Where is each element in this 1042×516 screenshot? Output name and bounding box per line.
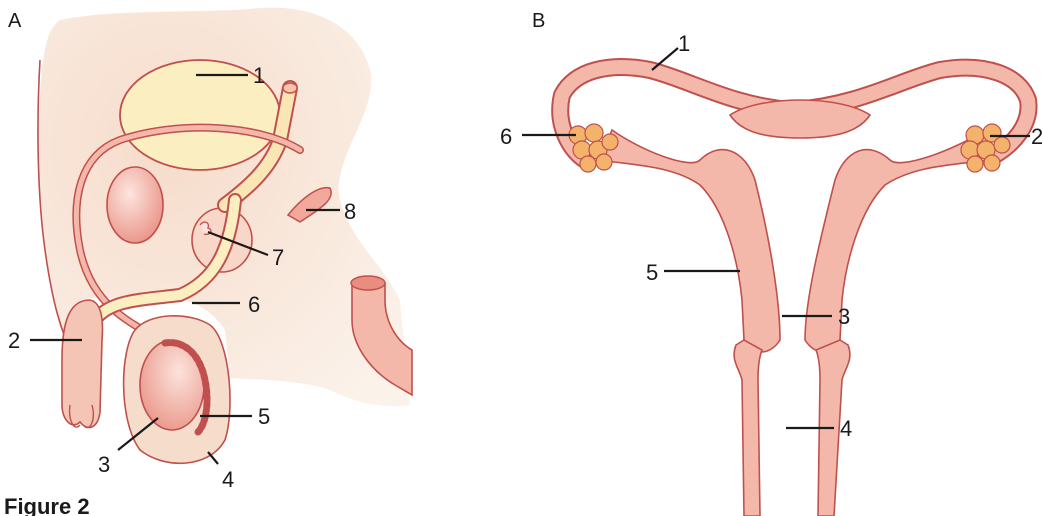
label-b-3: 3 — [838, 304, 850, 329]
uterine-wall-left — [600, 130, 780, 352]
ovary-right — [961, 124, 1010, 172]
figure-caption: Figure 2 — [4, 494, 90, 516]
label-b-4: 4 — [840, 416, 852, 441]
label-a-5: 5 — [258, 404, 270, 429]
label-a-3: 3 — [98, 452, 110, 477]
panel-a: A — [8, 8, 412, 492]
label-b-5: 5 — [646, 260, 658, 285]
uterus-fundus — [730, 100, 870, 138]
label-a-2: 2 — [8, 328, 20, 353]
label-a-6: 6 — [248, 292, 260, 317]
panel-b: B — [500, 10, 1042, 516]
vaginal-wall-left — [734, 340, 762, 516]
label-a-4: 4 — [222, 467, 234, 492]
uterine-wall-right — [805, 130, 990, 352]
label-b-2: 2 — [1031, 124, 1042, 149]
label-a-8: 8 — [344, 199, 356, 224]
label-b-6: 6 — [500, 124, 512, 149]
panel-a-letter: A — [8, 10, 22, 32]
label-b-1: 1 — [678, 31, 690, 56]
panel-b-letter: B — [532, 10, 545, 32]
label-a-7: 7 — [272, 245, 284, 270]
pubic-bone — [107, 167, 163, 243]
penis — [62, 300, 103, 427]
label-a-1: 1 — [253, 63, 265, 88]
